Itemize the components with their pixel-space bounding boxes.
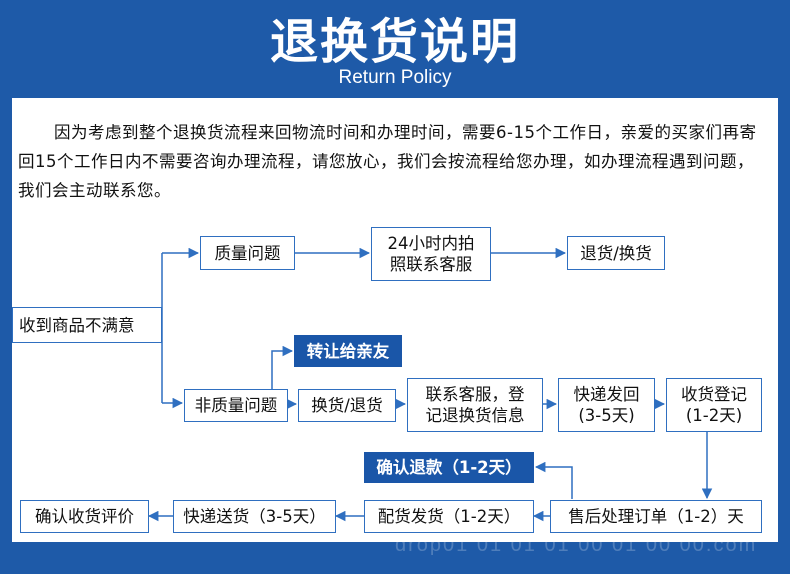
page-subtitle: Return Policy: [338, 67, 452, 88]
confirm-refund-box: 确认退款（1-2天）: [364, 452, 534, 483]
after-sale-box: 售后处理订单（1-2）天: [550, 500, 762, 533]
watermark: drop01 01 01 01 00 01 00 00.com: [395, 534, 758, 556]
transfer-friends-box: 转让给亲友: [294, 335, 402, 367]
non-quality-issue-box: 非质量问题: [184, 389, 288, 422]
return-exchange-box: 退货/换货: [567, 236, 665, 270]
contact-24h-box: 24小时内拍 照联系客服: [371, 227, 491, 281]
receive-register-box: 收货登记 (1-2天): [666, 378, 762, 432]
express-delivery-box: 快递送货（3-5天）: [173, 500, 336, 533]
exchange-return-box: 换货/退货: [298, 389, 396, 422]
confirm-receipt-box: 确认收货评价: [20, 500, 149, 533]
start-box: 收到商品不满意: [12, 307, 162, 343]
intro-paragraph: 因为考虑到整个退换货流程来回物流时间和办理时间，需要6-15个工作日，亲爱的买家…: [18, 123, 757, 200]
dispatch-box: 配货发货（1-2天）: [364, 500, 534, 533]
quality-issue-box: 质量问题: [200, 236, 295, 270]
page-title: 退换货说明: [269, 14, 520, 70]
contact-register-box: 联系客服，登 记退换货信息: [407, 378, 543, 432]
express-return-box: 快递发回 (3-5天): [558, 378, 655, 432]
